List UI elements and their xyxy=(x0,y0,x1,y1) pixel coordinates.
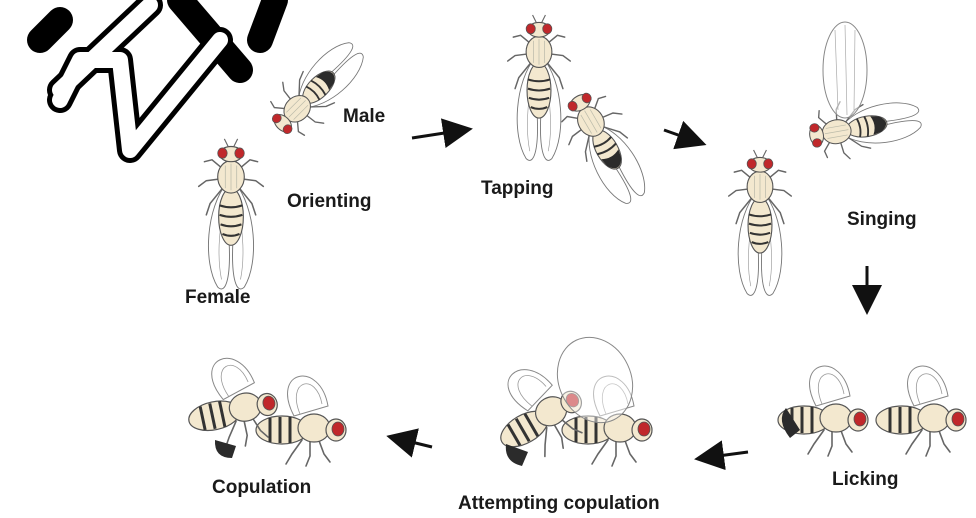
male-fly-tapping xyxy=(550,81,662,214)
male-fly-attempting xyxy=(475,325,646,473)
female-fly-tapping xyxy=(508,15,571,160)
label-copulation: Copulation xyxy=(212,478,311,497)
male-raised-wing xyxy=(823,22,867,118)
male-fly-orienting xyxy=(258,29,378,149)
label-singing: Singing xyxy=(847,210,917,229)
label-male: Male xyxy=(343,107,385,126)
male-fly-singing xyxy=(805,89,925,165)
female-fly-copulation xyxy=(256,376,346,466)
female-fly-licking xyxy=(876,366,966,456)
female-fly-singing xyxy=(729,150,792,295)
arrow-licking-to-attempting xyxy=(703,452,748,458)
arrow-orienting-to-tapping xyxy=(412,130,464,138)
arrow-attempting-to-copulation xyxy=(395,438,432,447)
label-attempting-copulation: Attempting copulation xyxy=(458,494,660,513)
label-female: Female xyxy=(185,288,250,307)
label-orienting: Orienting xyxy=(287,192,371,211)
female-fly-orienting xyxy=(199,139,264,289)
male-fly-licking xyxy=(778,366,868,456)
arrow-tapping-to-singing xyxy=(664,130,698,142)
label-tapping: Tapping xyxy=(481,179,553,198)
label-licking: Licking xyxy=(832,470,899,489)
